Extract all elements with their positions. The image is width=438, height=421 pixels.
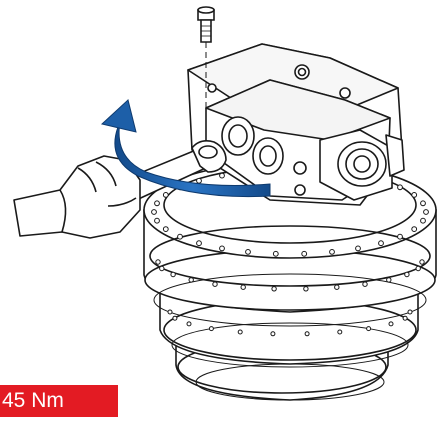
bolt-hole: [397, 233, 403, 240]
bolt-hole: [415, 265, 421, 272]
bolt-hole: [362, 281, 368, 287]
bolt-hole: [162, 192, 169, 198]
bolt-hole: [397, 184, 403, 191]
bolt-hole: [411, 192, 418, 198]
bolt-hole: [388, 321, 394, 327]
bolt-hole: [303, 286, 309, 292]
bolt-hole: [154, 200, 160, 207]
bolt-hole: [272, 250, 279, 257]
bolt-hole: [212, 281, 218, 287]
bolt-hole: [240, 284, 246, 290]
bolt-hole: [419, 259, 425, 265]
hand-icon: [13, 155, 141, 239]
bolt-hole: [188, 277, 194, 283]
bolt-hole: [411, 226, 418, 233]
bolt-hole: [420, 217, 426, 224]
bolt-hole-ring: [151, 167, 429, 337]
bolt-hole: [334, 284, 340, 290]
bolt-hole: [170, 271, 176, 278]
bolt-hole: [420, 200, 426, 207]
bolt-hole: [162, 226, 169, 233]
bolt-hole: [196, 240, 202, 247]
bolt-hole: [423, 209, 429, 215]
bolt-hole: [329, 249, 335, 255]
bolt-hole: [172, 315, 178, 321]
bolt-hole: [219, 172, 225, 179]
valve-block-icon: [187, 43, 405, 206]
bolt-hole: [404, 271, 410, 278]
bolt-hole: [177, 233, 183, 240]
torque-label: 45 Nm: [0, 385, 118, 417]
bolt-hole: [355, 245, 361, 252]
bolt-hole: [186, 321, 192, 327]
bolt-hole: [167, 309, 173, 315]
bolt-icon: [197, 6, 215, 43]
bolt-hole: [304, 331, 310, 337]
bolt-hole: [337, 329, 343, 335]
bolt-hole: [301, 250, 308, 257]
bolt-hole: [386, 277, 392, 283]
bolt-hole: [245, 249, 251, 255]
bolt-hole: [155, 259, 161, 265]
rotation-arrow-icon: [100, 99, 271, 198]
bolt-hole: [159, 265, 165, 272]
bolt-hole: [208, 326, 214, 332]
bolt-hole: [271, 286, 277, 292]
bolt-hole: [366, 326, 372, 332]
bolt-hole: [219, 245, 225, 252]
bolt-hole: [378, 240, 384, 247]
bolt-hole: [407, 309, 413, 315]
bolt-hole: [402, 315, 408, 321]
bolt-hole: [154, 217, 160, 224]
bolt-hole: [151, 209, 157, 215]
bolt-hole: [237, 329, 243, 335]
bolt-hole: [196, 177, 202, 184]
bolt-hole: [270, 331, 276, 337]
